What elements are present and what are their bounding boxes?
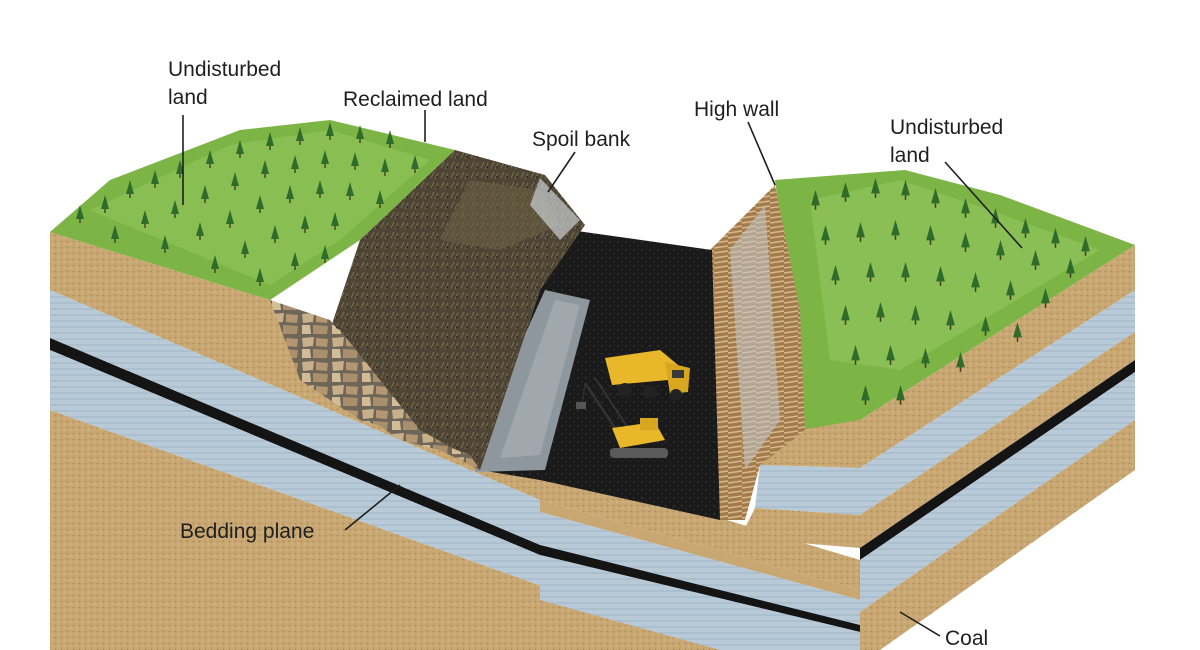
label-bedding-plane: Bedding plane: [180, 520, 314, 543]
label-undisturbed-left-line1: Undisturbed: [168, 58, 281, 81]
label-undisturbed-right-line1: Undisturbed: [890, 116, 1003, 139]
right-strata-side: [860, 245, 1135, 650]
label-high-wall: High wall: [694, 98, 779, 121]
dump-truck-icon: [605, 350, 690, 401]
label-spoil-bank: Spoil bank: [532, 128, 631, 151]
label-reclaimed-land: Reclaimed land: [343, 88, 488, 111]
coal-seam-left: [50, 338, 540, 555]
label-undisturbed-right-line2: land: [890, 144, 930, 167]
dragline-excavator-icon: [576, 377, 668, 458]
label-coal: Coal: [945, 627, 988, 650]
label-undisturbed-left-line2: land: [168, 86, 208, 109]
callout-leaders: [182, 110, 1023, 637]
